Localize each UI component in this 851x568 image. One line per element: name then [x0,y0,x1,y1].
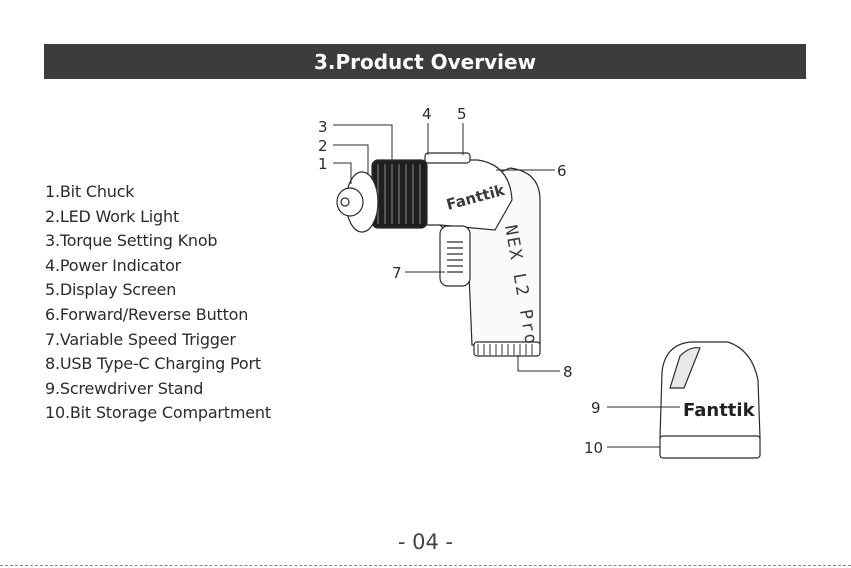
brand-logo-stand: Fanttik [683,400,756,421]
page-number: - 04 - [0,530,851,554]
callout-5: 5 [457,105,467,123]
footer-divider [0,565,851,566]
callout-6: 6 [557,162,567,180]
callout-7: 7 [392,264,402,282]
callout-4: 4 [422,105,432,123]
callout-9: 9 [591,399,601,417]
callout-3: 3 [318,118,328,136]
speed-trigger [440,226,470,286]
stand-body [660,342,760,438]
callout-2: 2 [318,137,328,155]
callout-8: 8 [563,363,573,381]
callout-1: 1 [318,155,328,173]
callout-10: 10 [584,439,603,457]
bit-storage-compartment [660,436,760,458]
